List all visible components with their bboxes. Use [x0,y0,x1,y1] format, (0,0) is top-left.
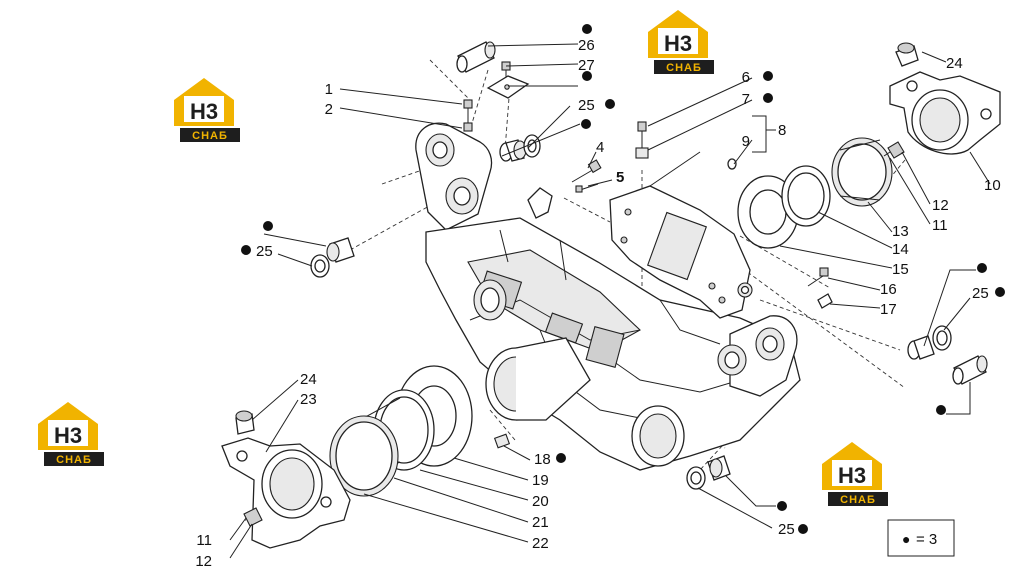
callout-20: 20 [532,493,549,510]
logo-sub-text: СНАБ [840,494,876,506]
bushing-parts-bottom [686,455,731,490]
bushing-parts-left [310,237,355,278]
logo-sub-text: СНАБ [56,454,92,466]
callout-25-left: 25 [256,243,273,260]
seal-parts-19-22 [329,365,473,497]
callout-21: 21 [532,514,549,531]
callout-16: 16 [880,281,897,298]
callout-25-bottom: 25 [778,521,795,538]
plug-part-9 [727,158,737,170]
callout-1: 1 [325,81,333,98]
logo-main-text: H3 [664,31,692,56]
callout-11-bottom: 11 [196,532,212,549]
bolt-parts-16-17 [807,267,833,309]
callout-19: 19 [532,472,549,489]
legend: ● = 3 [887,519,955,557]
callout-12-top: 12 [932,197,949,214]
logo-main-text: H3 [838,463,866,488]
logo-main-text: H3 [54,423,82,448]
logo-sub-text: СНАБ [666,62,702,74]
callout-4: 4 [596,139,604,156]
callout-labels: 1 2 26 27 25 4 5 6 7 8 9 24 10 12 11 13 … [195,37,1000,570]
bracket-part-small [527,187,553,219]
callout-12-bottom: 12 [195,553,212,570]
callout-13: 13 [892,223,909,240]
logo-main-text: H3 [190,99,218,124]
callout-24-bottom: 24 [300,371,317,388]
bolt-part-4 [571,159,602,193]
callout-17: 17 [880,301,897,318]
callout-25-top: 25 [578,97,595,114]
bushing-part-upper [499,134,541,162]
axle-housing [415,122,801,471]
callout-14: 14 [892,241,909,258]
screw-part-26 [501,61,511,78]
pin-part-top [456,41,496,73]
callout-11-top: 11 [932,217,948,234]
plug-part-18 [493,433,511,449]
callout-24-top: 24 [946,55,963,72]
seal-parts-13-15 [737,137,893,249]
callout-23: 23 [300,391,317,408]
bearing-cap-part-10 [889,42,1001,155]
callout-27: 27 [578,57,595,74]
logo-watermark: H3 СНАБ [822,442,888,506]
legend-marker: ● [902,531,910,547]
fitting-part-11-12 [883,141,905,159]
callout-15: 15 [892,261,909,278]
callout-25-right: 25 [972,285,989,302]
bolt-part-1-2 [463,99,473,132]
logo-watermark: H3 СНАБ [648,10,714,74]
callout-26: 26 [578,37,595,54]
callout-8: 8 [778,122,786,139]
bearing-cap-part-23 [221,410,351,549]
callout-10: 10 [984,177,1001,194]
logo-sub-text: СНАБ [192,130,228,142]
plate-part-27 [486,75,530,99]
callout-dots [241,24,1005,534]
callout-9: 9 [742,133,750,150]
callout-2: 2 [325,101,333,118]
callout-6: 6 [742,69,750,86]
bushing-parts-right [907,325,988,385]
legend-text: = 3 [916,531,937,548]
callout-22: 22 [532,535,549,552]
logo-watermark: H3 СНАБ [38,402,104,466]
grease-nipple-part-6-7 [635,121,649,159]
callout-7: 7 [742,91,750,108]
callout-18: 18 [534,451,551,468]
callout-5: 5 [616,169,624,186]
leader-lines [229,43,991,559]
logo-watermark: H3 СНАБ [174,78,240,142]
